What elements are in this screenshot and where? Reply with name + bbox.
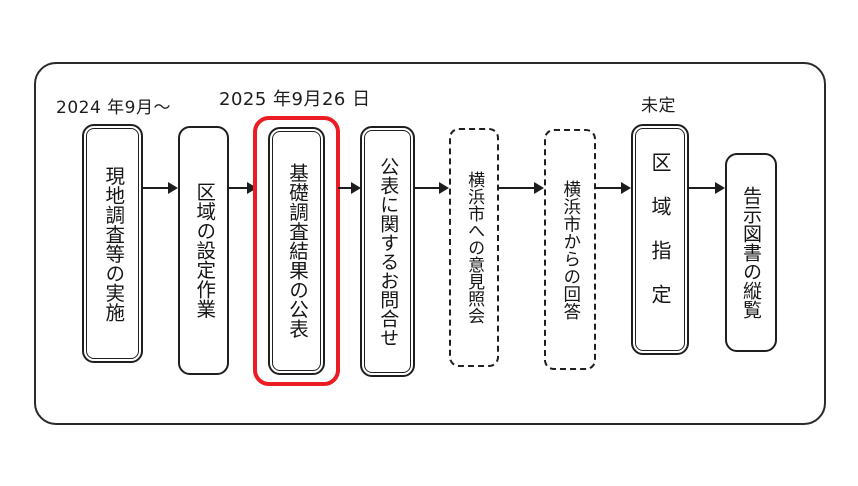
arrow-shaft	[687, 186, 717, 190]
arrow-head-icon	[247, 181, 257, 194]
arrow-head-icon	[715, 181, 725, 194]
arrow-shaft	[338, 186, 353, 190]
step-document-inspection: 告示図書の縦覧	[725, 153, 777, 352]
step-yokohama-consultation-label: 横浜市への意見照会	[464, 171, 485, 324]
step-area-setting: 区域の設定作業	[178, 126, 229, 375]
flowchart-border-frame	[34, 62, 826, 425]
step-yokohama-response: 横浜市からの回答	[544, 129, 596, 370]
date-note-undecided: 未定	[641, 96, 676, 116]
step-site-survey-label: 現地調査等の実施	[101, 165, 125, 322]
date-note-2024: 2024 年9月～	[56, 98, 171, 118]
step-yokohama-response-label: 横浜市からの回答	[560, 179, 581, 320]
step-publication-inquiries-label: 公表に関するお問合せ	[377, 156, 400, 347]
step-yokohama-consultation: 横浜市への意見照会	[449, 128, 499, 367]
flow-arrow-2	[228, 181, 257, 195]
arrow-shaft	[414, 186, 441, 190]
arrow-head-icon	[439, 181, 449, 194]
step-document-inspection-label: 告示図書の縦覧	[740, 186, 763, 319]
flow-arrow-1	[141, 181, 178, 195]
arrow-shaft	[595, 186, 623, 190]
arrow-head-icon	[534, 181, 544, 194]
flow-arrow-7	[687, 181, 725, 195]
flow-arrow-5	[498, 181, 544, 195]
arrow-head-icon	[351, 181, 361, 194]
step-site-survey: 現地調査等の実施	[82, 124, 143, 363]
flow-arrow-4	[414, 181, 449, 195]
flow-arrow-3	[338, 181, 361, 195]
step-area-designation-label: 区域指定	[648, 151, 672, 328]
step-survey-results-publication: 基礎調査結果の公表	[268, 127, 325, 375]
step-publication-inquiries: 公表に関するお問合せ	[360, 126, 415, 377]
arrow-head-icon	[168, 181, 178, 194]
arrow-shaft	[228, 186, 249, 190]
step-survey-results-publication-label: 基礎調査結果の公表	[285, 163, 309, 339]
flow-arrow-6	[595, 181, 631, 195]
arrow-head-icon	[621, 181, 631, 194]
date-note-2025: 2025 年9月26 日	[219, 89, 371, 110]
highlight-ring-current-step: 基礎調査結果の公表	[253, 116, 340, 386]
arrow-shaft	[141, 186, 170, 190]
arrow-shaft	[498, 186, 536, 190]
step-area-designation: 区域指定	[631, 124, 689, 355]
step-area-setting-label: 区域の設定作業	[192, 182, 216, 319]
